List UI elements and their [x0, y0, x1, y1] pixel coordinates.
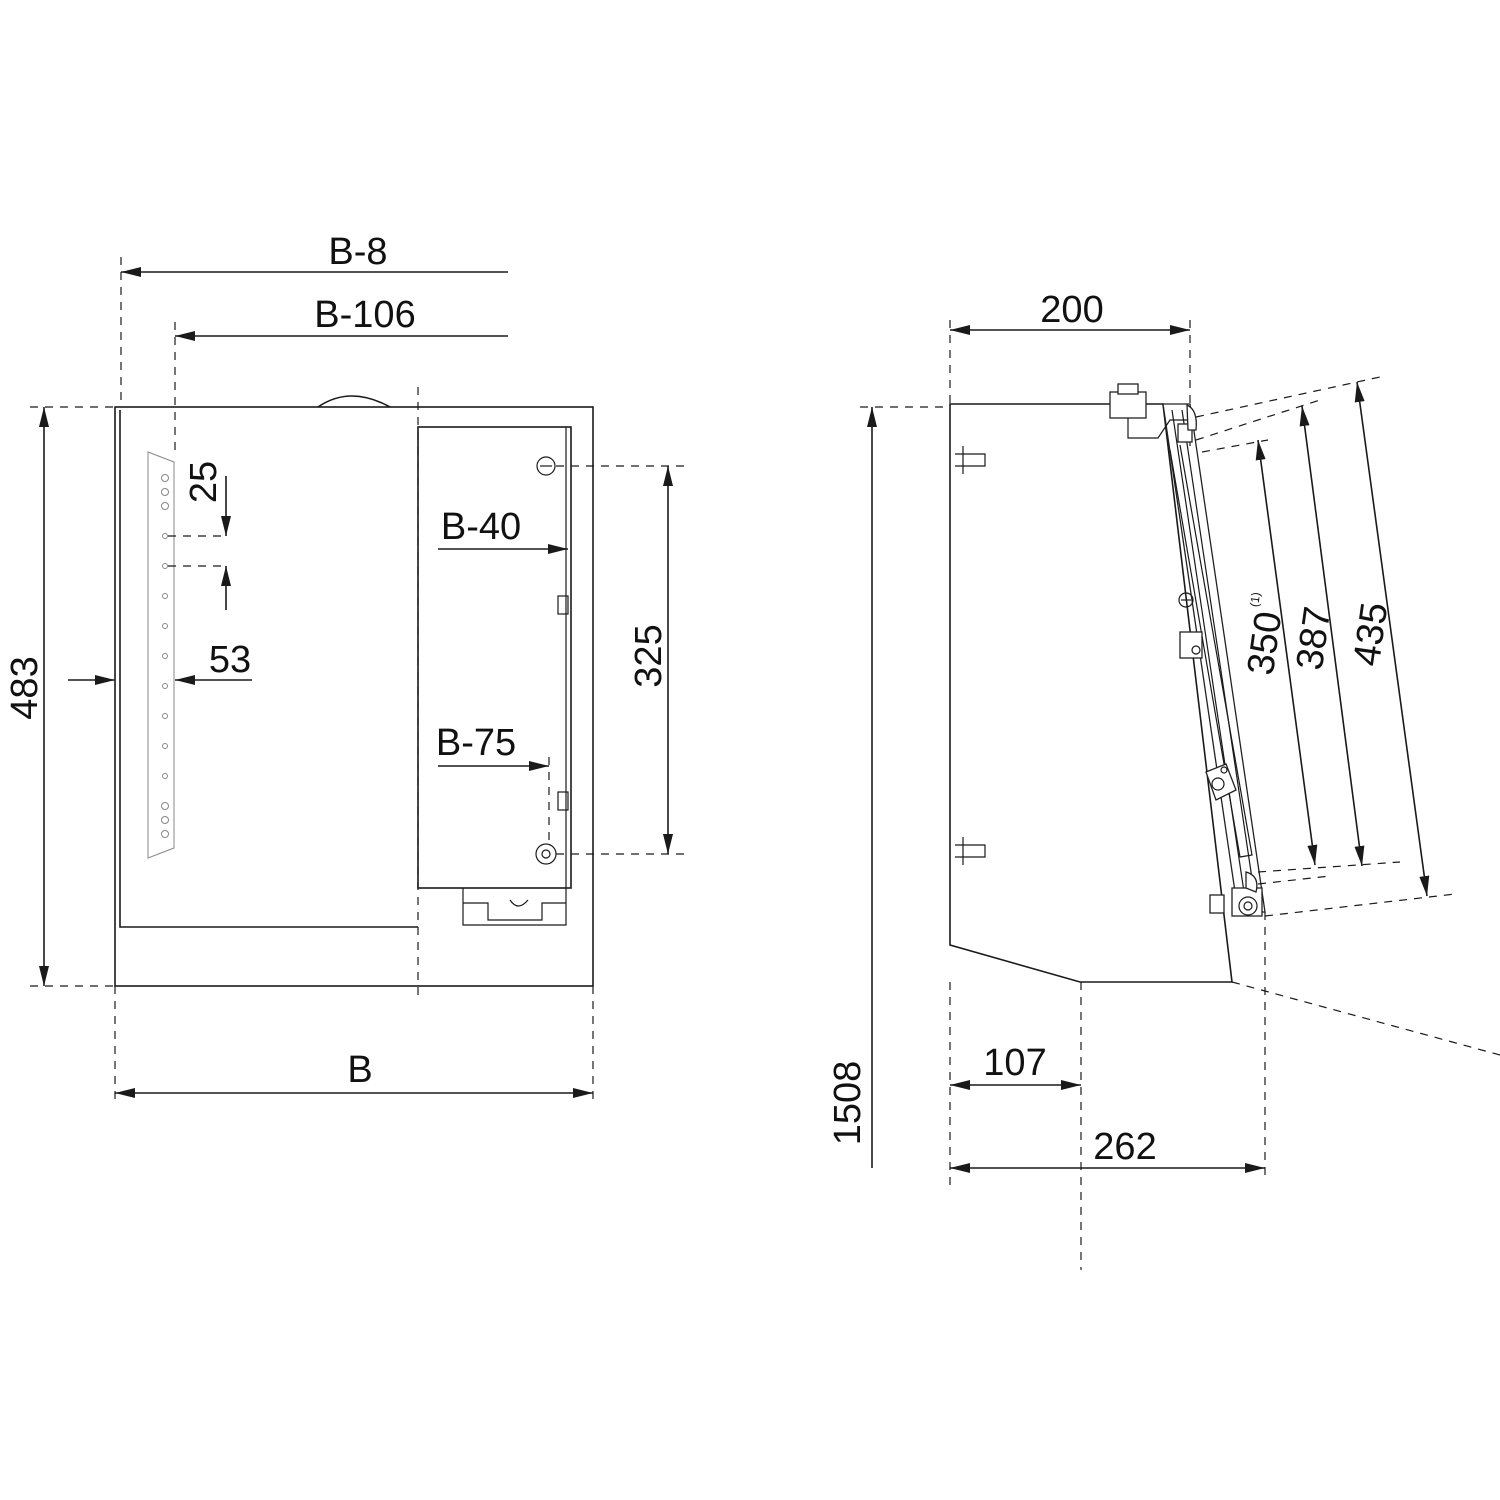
- dim-53-label: 53: [209, 639, 251, 681]
- door-inner-line: [1171, 409, 1248, 913]
- upper-bolt: [536, 456, 556, 476]
- dim-200-label: 200: [1040, 289, 1103, 331]
- dim-b8-label: B-8: [328, 231, 387, 273]
- lower-bolt: [535, 843, 557, 865]
- dim-350-group: 350 (1): [1240, 591, 1290, 678]
- inner-panel: [119, 410, 418, 928]
- dim-262-label: 262: [1093, 1126, 1156, 1168]
- side-clip-lower: [557, 791, 569, 811]
- cabinet-outline: [114, 406, 594, 987]
- dim-107-label: 107: [983, 1042, 1046, 1084]
- wall-pin-lower: [955, 837, 986, 865]
- dim-b40-label: B-40: [441, 506, 521, 548]
- door-outer-line: [1181, 409, 1258, 913]
- dim-483-label: 483: [4, 656, 46, 719]
- bottom-bracket: [462, 888, 567, 926]
- dim-line-435: [1354, 381, 1430, 897]
- dim-350-label: 350: [1240, 609, 1290, 678]
- bottom-hinge: [1209, 871, 1263, 917]
- dim-b106-label: B-106: [314, 294, 415, 336]
- dim-435-label: 435: [1346, 600, 1396, 669]
- dim-b75-label: B-75: [436, 722, 516, 764]
- top-hinge: [1109, 383, 1197, 446]
- dim-387-label: 387: [1289, 604, 1339, 673]
- lower-latch: [1205, 763, 1237, 801]
- front-view: B-8 B-106 25 53 B-40 B-75 325 483 B: [4, 231, 686, 1105]
- dim-line-387: [1299, 405, 1365, 867]
- side-clip-upper: [557, 595, 569, 615]
- right-compartment: [417, 426, 572, 889]
- perforated-rail: [147, 451, 175, 859]
- top-handle: [317, 395, 391, 408]
- dim-350-note: (1): [1247, 591, 1263, 607]
- dim-325-label: 325: [628, 624, 670, 687]
- dim-25-label: 25: [183, 461, 225, 503]
- rail-holes: [161, 474, 169, 838]
- dim-b-label: B: [347, 1049, 372, 1091]
- door-stiffener: [1169, 444, 1253, 858]
- dim-1508-label: 1508: [827, 1061, 869, 1146]
- middle-bracket: [1178, 592, 1203, 659]
- side-view: 200 1508 107 262 350 (1) 387 435: [827, 289, 1500, 1270]
- wall-pin-upper: [955, 446, 986, 474]
